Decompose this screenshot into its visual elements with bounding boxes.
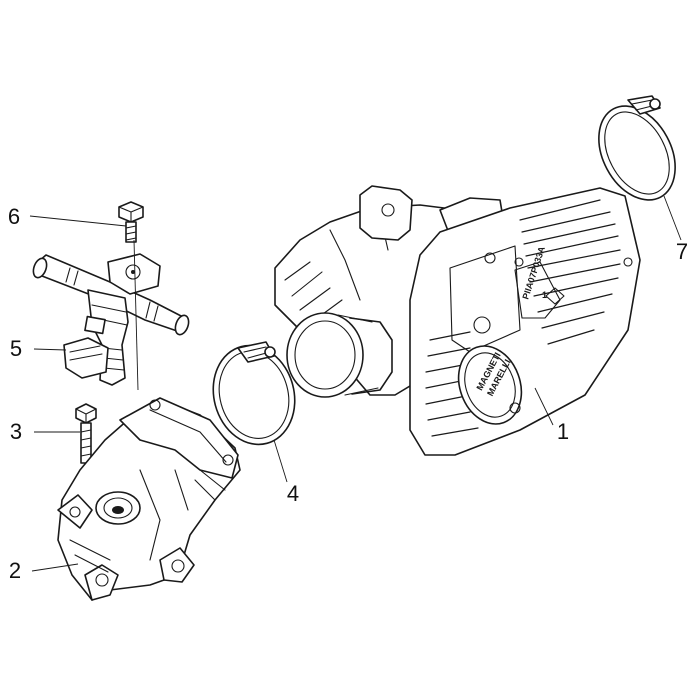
part-2-intake-manifold xyxy=(57,397,241,601)
leader-6 xyxy=(29,215,127,227)
part-6-screw xyxy=(118,201,144,243)
leader-4 xyxy=(273,439,288,483)
nameplate-marker: 1 xyxy=(542,290,547,300)
part-1-throttle-body: PIIA07P033A 1 MAGNETI MARELLI xyxy=(274,185,641,456)
leader-7 xyxy=(663,195,682,241)
part-5-injector xyxy=(32,253,190,386)
leader-injector-to-manifold xyxy=(133,239,139,391)
leader-5 xyxy=(33,348,67,351)
callout-4: 4 xyxy=(286,481,300,506)
callout-2: 2 xyxy=(8,558,22,583)
callout-3: 3 xyxy=(9,419,23,444)
callout-5: 5 xyxy=(9,336,23,361)
callout-6: 6 xyxy=(7,204,21,229)
leader-lines xyxy=(29,195,682,572)
callout-7: 7 xyxy=(675,239,689,264)
callout-1: 1 xyxy=(556,419,570,444)
leader-2 xyxy=(31,563,79,572)
part-7-hose-clamp xyxy=(598,95,676,201)
leader-1 xyxy=(534,387,554,426)
part-4-hose-clamp xyxy=(212,341,296,446)
